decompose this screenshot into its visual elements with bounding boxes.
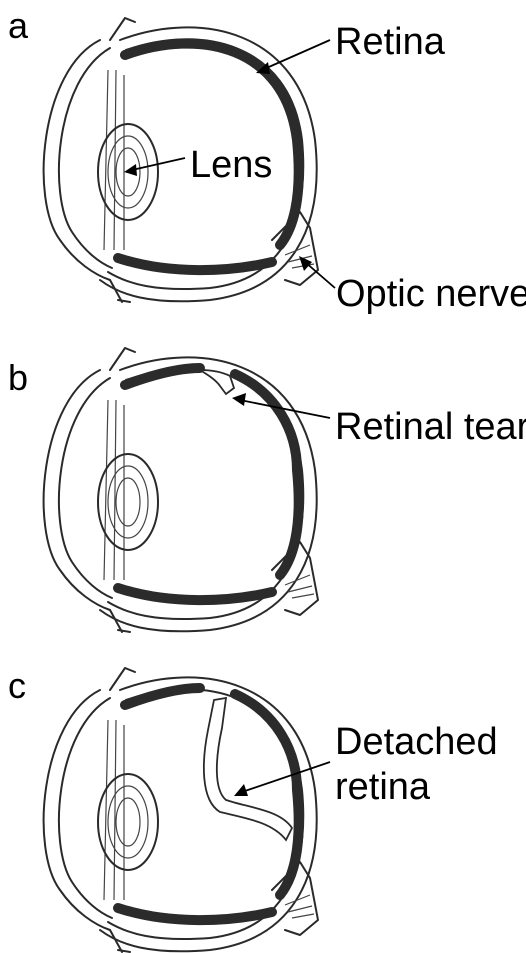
optic-nerve-arrowhead [299, 256, 312, 271]
detached-arrow [242, 762, 330, 792]
label-retina: Retina [335, 20, 445, 65]
optic-nerve-arrow [305, 262, 335, 288]
retina-band-upper-left [125, 688, 200, 705]
cornea-outline [44, 690, 110, 930]
retina-band-lower [118, 588, 272, 600]
ciliary-body [104, 720, 124, 900]
optic-nerve-fibers [285, 895, 314, 918]
label-lens: Lens [190, 143, 272, 188]
lens-inner [108, 466, 148, 538]
ciliary-body [104, 400, 124, 580]
panel-a: a Retina Lens Optic nerve [0, 0, 526, 320]
retina-band-lower [118, 258, 272, 270]
detached-arrowhead [234, 784, 248, 796]
tear-arrowhead [232, 393, 246, 406]
label-retinal-tear: Retinal tear [335, 405, 526, 450]
detached-retina-fold [204, 698, 292, 840]
lens-shape [98, 774, 158, 870]
panel-b: b Retinal tear [0, 330, 526, 640]
lens-shape [98, 454, 158, 550]
label-detached-line2: retina [335, 765, 498, 810]
lens-core [116, 798, 140, 846]
retinal-flap [200, 370, 234, 394]
lens-arrowhead [124, 164, 137, 176]
cornea-outline [44, 40, 110, 280]
lens-core [116, 478, 140, 526]
cornea-outline [44, 370, 110, 610]
lens-inner [108, 786, 148, 858]
ciliary-body [104, 70, 124, 250]
label-optic-nerve: Optic nerve [336, 272, 526, 317]
panel-c: c Detached retina [0, 650, 526, 953]
retina-band-lower [118, 908, 272, 920]
label-detached-retina: Detached retina [335, 720, 498, 810]
eye-diagram-tear [0, 330, 526, 640]
label-detached-line1: Detached [335, 720, 498, 765]
retina-band-upper-left [125, 368, 200, 385]
optic-nerve-fibers [285, 575, 314, 598]
